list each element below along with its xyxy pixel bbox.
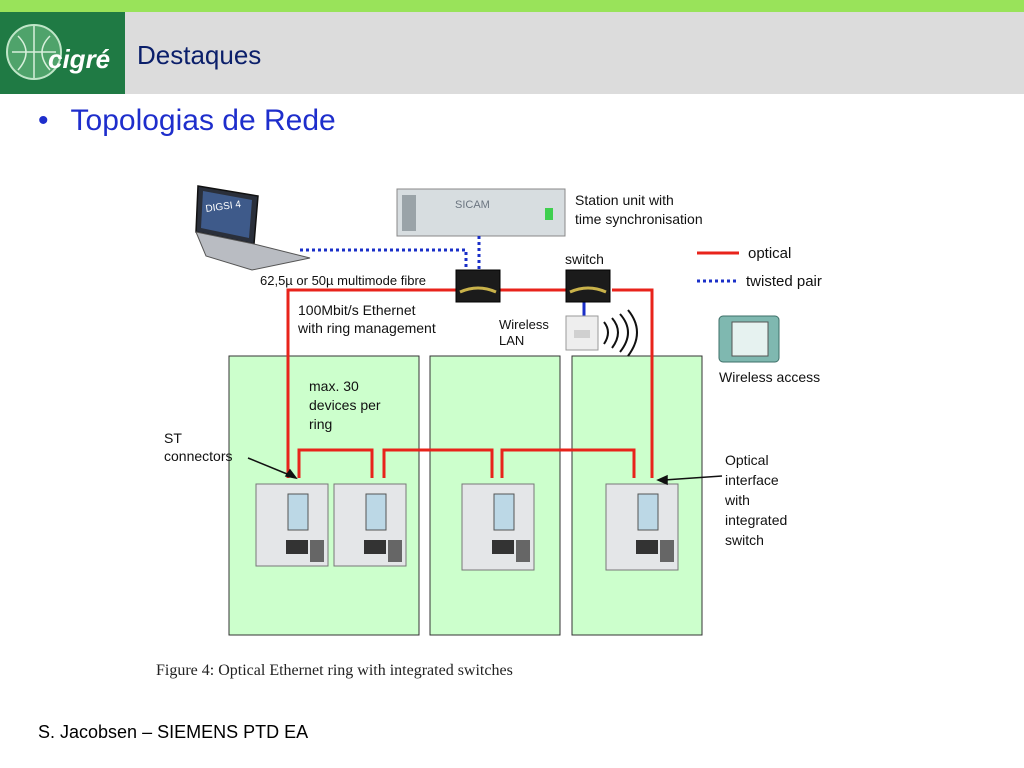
ring-switch-icon [455, 269, 501, 303]
bullet-dot: • [38, 104, 49, 137]
legend-optical-label: optical [748, 245, 791, 262]
switch-label: switch [565, 251, 604, 267]
logo-text: cigré [48, 44, 110, 74]
label-line: switch [725, 532, 764, 548]
annotation-arrows [247, 457, 723, 486]
label-line: Optical [725, 452, 769, 468]
legend-twisted-label: twisted pair [746, 273, 822, 290]
footer-author: S. Jacobsen – SIEMENS PTD EA [38, 722, 309, 742]
slide-header: cigré Destaques [0, 12, 1024, 94]
bullet-text: Topologias de Rede [70, 104, 336, 137]
figure-caption: Figure 4: Optical Ethernet ring with int… [156, 662, 513, 679]
label-line: ring [309, 416, 332, 432]
wireless-lan-icon [565, 309, 638, 357]
label-line: with ring management [297, 320, 436, 336]
wireless-access-label: Wireless access [719, 369, 820, 385]
station-brand: SICAM [455, 199, 490, 211]
label-line: Wireless [499, 317, 549, 332]
fibre-label: 62,5µ or 50µ multimode fibre [260, 273, 426, 288]
relay-device-3 [461, 483, 535, 571]
label-line: LAN [499, 333, 524, 348]
label-line: devices per [309, 397, 381, 413]
bullet-item: • Topologias de Rede [38, 104, 336, 138]
twisted-pair-links [300, 236, 481, 270]
label-line: 100Mbit/s Ethernet [298, 302, 416, 318]
optical-interface-label: Optical interface with integrated switch [724, 452, 787, 548]
label-line: interface [725, 472, 779, 488]
st-connectors-label: ST connectors [164, 430, 232, 464]
max-devices-label: max. 30 devices per ring [309, 378, 381, 432]
optical-ring [286, 288, 654, 478]
label-line: ST [164, 430, 182, 446]
wireless-access-icon [718, 315, 780, 363]
label-line: Station unit with [575, 192, 674, 208]
label-line: integrated [725, 512, 787, 528]
laptop-label: DIGSI 4 [205, 199, 242, 215]
relay-device-2 [333, 483, 407, 567]
station-unit-label: Station unit with time synchronisation [575, 192, 703, 227]
laptop-icon: DIGSI 4 [195, 185, 311, 271]
cigre-logo: cigré [0, 12, 125, 94]
relay-device-1 [255, 483, 329, 567]
station-unit-icon: SICAM [396, 188, 566, 237]
label-line: time synchronisation [575, 211, 703, 227]
relay-device-4 [605, 483, 679, 571]
page-title: Destaques [137, 40, 262, 70]
label-line: max. 30 [309, 378, 359, 394]
label-line: connectors [164, 448, 232, 464]
ethernet-label: 100Mbit/s Ethernet with ring management [297, 302, 436, 336]
top-accent-bar [0, 0, 1024, 12]
label-line: with [724, 492, 750, 508]
station-switch-icon [565, 269, 611, 303]
